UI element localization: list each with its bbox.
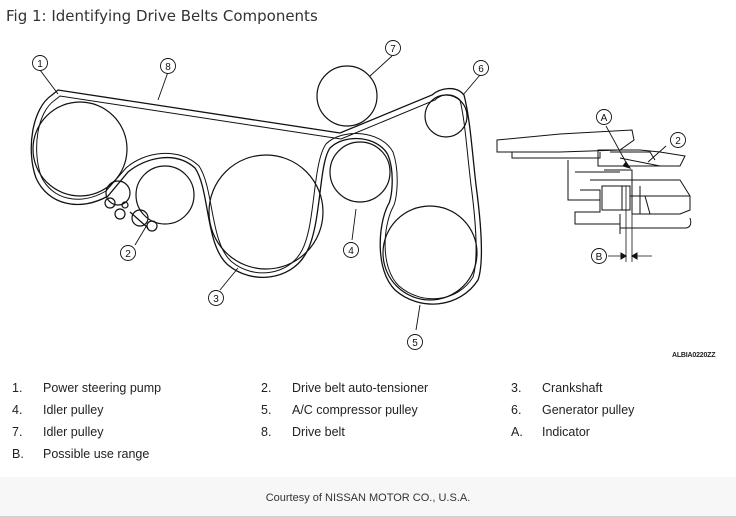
callout-3: 3 [213,294,219,305]
callout-3-circle [208,290,224,306]
courtesy-text: Courtesy of NISSAN MOTOR CO., U.S.A. [265,492,471,504]
callout-1: 1 [37,59,43,70]
callout-2: 2 [125,249,131,260]
tensioner-pulley [135,165,195,225]
callout-B-circle [591,248,607,264]
callout-5-circle [407,334,423,350]
callout-A: A [601,113,608,124]
callout-A-circle [596,109,612,125]
callout-2-detail: 2 [675,136,681,147]
callout-8: 8 [165,62,171,73]
callout-1-circle [32,55,48,71]
callout-7: 7 [390,44,396,55]
ac-compressor-pulley [382,205,478,301]
callout-6-circle [473,60,489,76]
callout-8-circle [160,58,176,74]
callout-6: 6 [478,64,484,75]
drive-belt [30,87,483,305]
idler-pulley-lower [329,141,391,203]
callout-B: B [596,252,603,263]
callout-2-circle [120,245,136,261]
crankshaft-pulley [208,154,324,270]
callout-5: 5 [412,338,418,349]
callout-7-circle [385,40,401,56]
auto-tensioner-bracket [104,180,158,232]
drive-belt-diagram: 1 8 7 6 2 3 4 5 [30,40,692,350]
footer: Courtesy of NISSAN MOTOR CO., U.S.A. [0,477,736,517]
generator-pulley [424,94,468,138]
callout-4-circle [343,242,359,258]
tensioner-detail-view [496,125,692,262]
callout-2b-circle [670,132,686,148]
figure-code: ALBIA0220ZZ [672,352,716,359]
figure-title: Fig 1: Identifying Drive Belts Component… [6,7,318,25]
callout-4: 4 [348,246,354,257]
power-steering-pump-pulley [32,101,128,197]
leader-lines [39,55,481,331]
idler-pulley-upper [316,65,378,127]
